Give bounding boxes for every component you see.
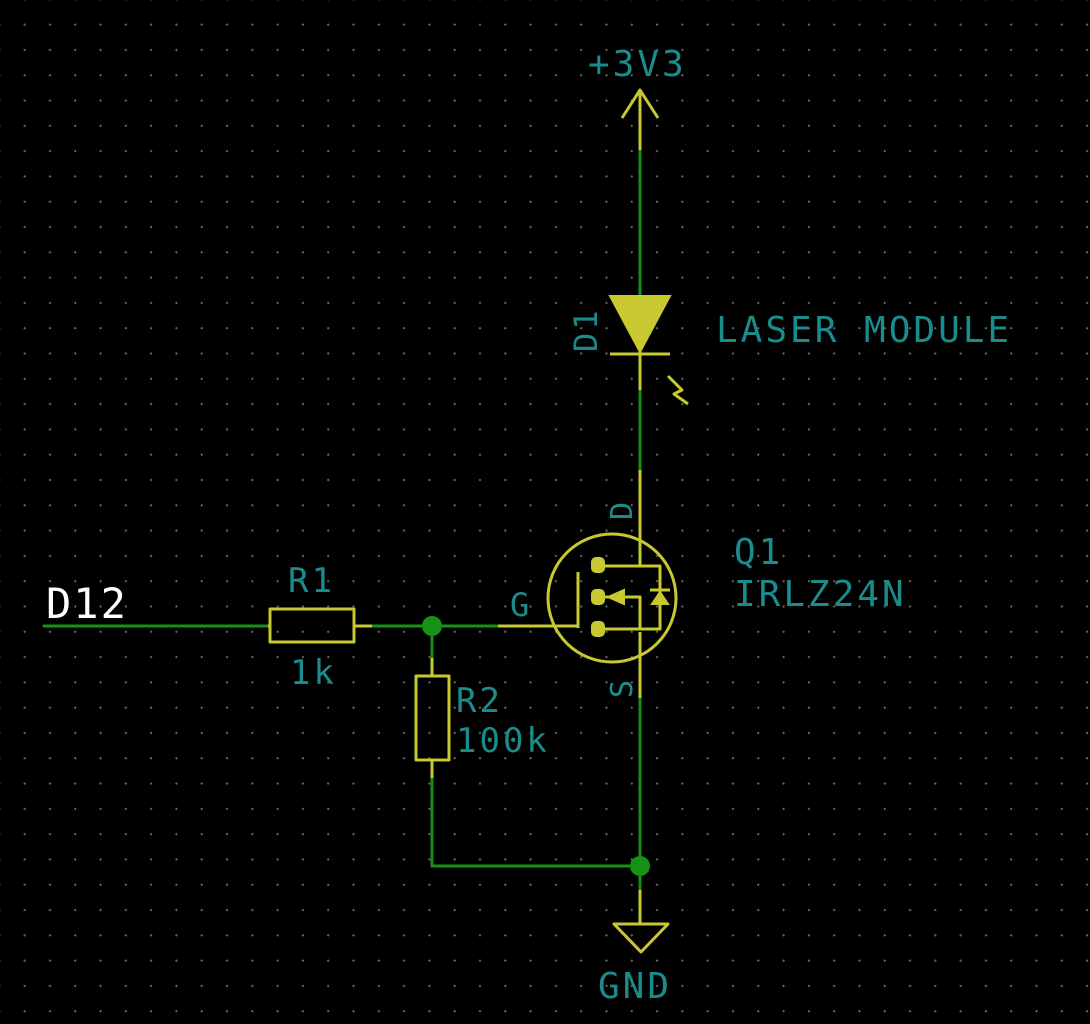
q1-pin-s: S [605,677,640,698]
ground-label: GND [598,966,672,1007]
r2-reference: R2 [456,681,503,721]
q1-pin-g: G [510,586,532,624]
q1-reference: Q1 [734,532,783,573]
d1-reference: D1 [567,307,605,352]
wire-r2-to-ground[interactable] [430,776,642,868]
junction-ground-node[interactable] [630,856,650,876]
net-label-d12[interactable]: D12 [46,579,128,628]
ground-symbol[interactable] [612,890,670,954]
laser-diode-d1[interactable] [608,295,689,406]
resistor-r1[interactable] [268,607,372,644]
mosfet-q1[interactable] [498,470,678,698]
junction-gate-node[interactable] [422,616,442,636]
q1-value: IRLZ24N [734,574,907,615]
laser-emission-icon [666,374,689,406]
q1-pin-d: D [605,499,640,520]
d1-value: LASER MODULE [716,310,1012,351]
r1-reference: R1 [288,561,335,601]
wires [42,148,642,910]
r1-value: 1k [290,653,337,693]
resistor-r2[interactable] [414,658,451,778]
power-label-3v3: +3V3 [588,44,687,85]
r2-value: 100k [456,721,550,761]
power-symbol-3v3[interactable] [620,88,660,150]
